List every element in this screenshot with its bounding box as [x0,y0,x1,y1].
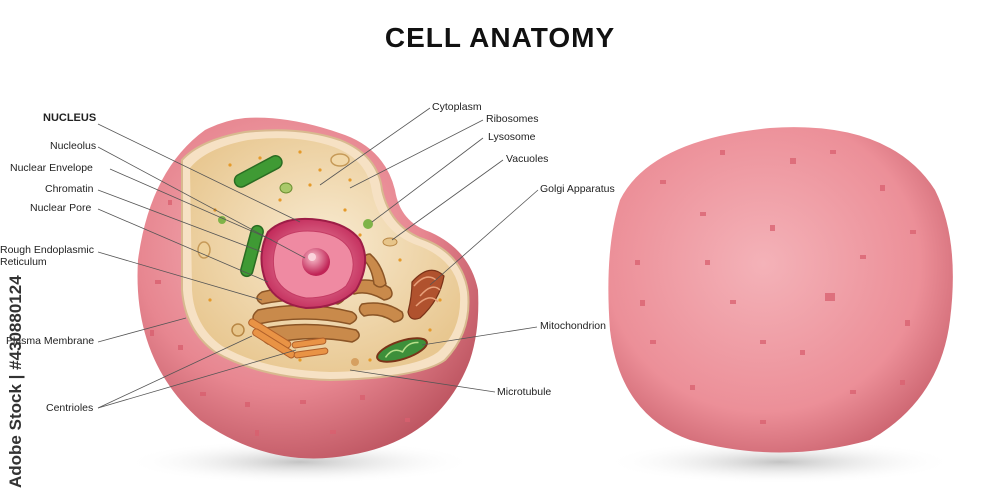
label-golgi-apparatus: Golgi Apparatus [540,183,615,195]
label-mitochondrion: Mitochondrion [540,320,606,332]
membrane-speckles-left [150,200,426,436]
label-ribosomes: Ribosomes [486,113,539,125]
label-lysosome: Lysosome [488,131,536,143]
label-nuclear-envelope: Nuclear Envelope [10,162,93,174]
whole-cell [608,127,953,453]
label-chromatin: Chromatin [45,183,94,195]
label-plasma-membrane: Plasma Membrane [6,335,95,347]
mitochondrion [376,337,428,363]
leader-lines [97,107,539,409]
label-vacuoles: Vacuoles [506,153,549,165]
green-rod-left [240,224,264,278]
membrane-speckles-right [635,150,916,424]
label-cytoplasm: Cytoplasm [432,101,482,113]
page-title: CELL ANATOMY [384,22,616,53]
label-nuclear-pore: Nuclear Pore [30,202,92,214]
label-nucleus: NUCLEUS [43,112,97,124]
label-rough-er-line1: Rough Endoplasmic [0,244,94,256]
vesicles [197,153,398,366]
nucleolus [302,248,330,276]
label-microtubule: Microtubule [497,386,552,398]
left-cell-shadow [125,440,475,484]
golgi-apparatus [407,269,445,320]
centrioles [248,318,329,359]
green-rod-top [233,155,283,188]
label-nucleolus: Nucleolus [50,140,97,152]
stock-watermark: Adobe Stock | #430880124 [6,275,25,488]
right-cell-shadow [605,440,955,484]
label-centrioles: Centrioles [46,402,94,414]
label-rough-er-line2: Reticulum [0,256,47,268]
